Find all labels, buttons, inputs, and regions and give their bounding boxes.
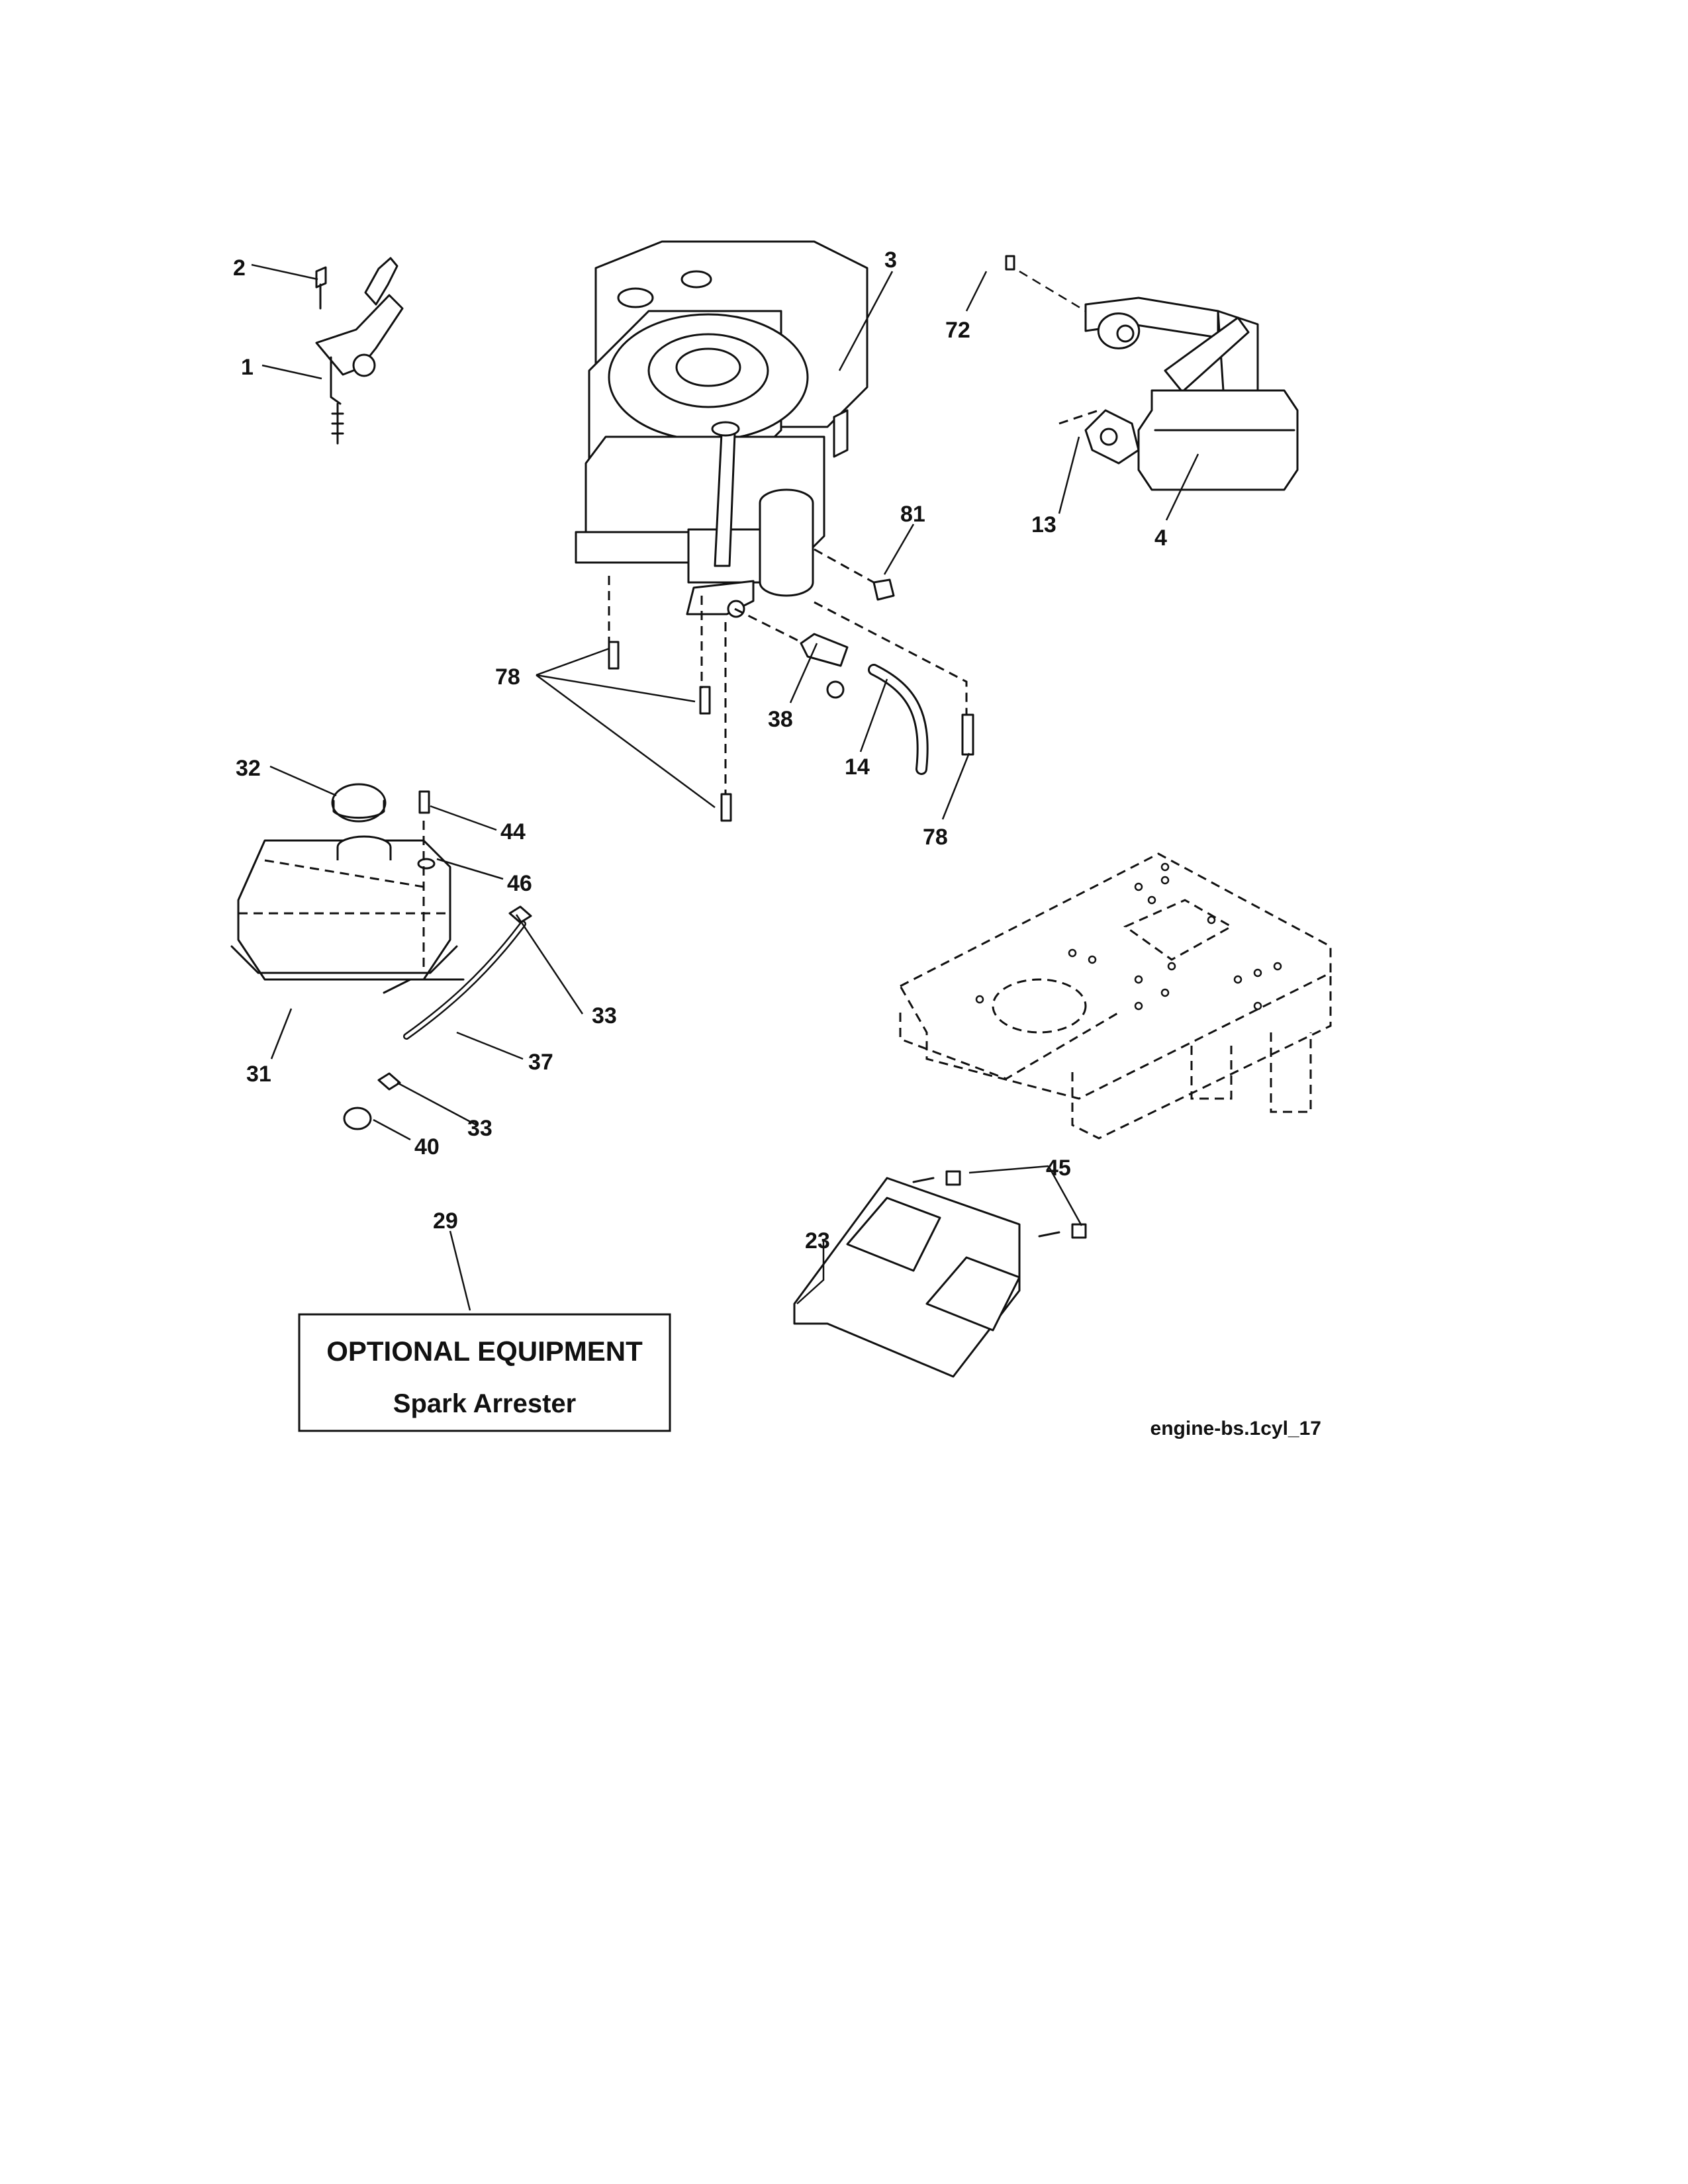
callout-13: 13 (1031, 512, 1056, 537)
chassis-plate-icon (898, 852, 1332, 1140)
drawing-reference: engine-bs.1cyl_17 (1150, 1418, 1321, 1439)
optional-equipment-box: OPTIONAL EQUIPMENT Spark Arrester (298, 1313, 671, 1432)
callout-33-lower: 33 (467, 1116, 492, 1141)
callout-37: 37 (528, 1050, 553, 1075)
callout-31: 31 (246, 1062, 271, 1087)
callout-4: 4 (1154, 525, 1167, 551)
callout-3: 3 (884, 248, 897, 273)
leader-lines (251, 263, 1199, 1311)
callout-33-upper: 33 (592, 1003, 617, 1028)
bolts-icon (608, 548, 974, 822)
muffler-icon (1005, 255, 1299, 491)
heat-shield-icon (793, 1170, 1087, 1378)
callout-23: 23 (805, 1228, 830, 1253)
callout-38: 38 (768, 707, 793, 732)
callout-1: 1 (241, 355, 254, 380)
fuel-filter-icon (800, 633, 929, 775)
callout-2: 2 (233, 255, 246, 281)
callout-72: 72 (945, 318, 970, 343)
engine-icon (575, 240, 868, 618)
callout-81: 81 (900, 502, 925, 527)
callout-78-right: 78 (923, 825, 948, 850)
tank-fittings-icon (343, 790, 532, 1130)
optional-equipment-title: OPTIONAL EQUIPMENT (326, 1336, 643, 1367)
callout-32: 32 (236, 756, 261, 781)
callout-40: 40 (414, 1134, 440, 1160)
callout-46: 46 (507, 871, 532, 896)
optional-equipment-item: Spark Arrester (393, 1389, 576, 1418)
callout-44: 44 (500, 819, 526, 844)
callout-14: 14 (845, 754, 870, 780)
callout-45: 45 (1046, 1156, 1071, 1181)
callout-29: 29 (433, 1208, 458, 1234)
throttle-control-icon (315, 257, 404, 445)
fuel-tank-icon (230, 783, 465, 994)
callout-78: 78 (495, 664, 520, 690)
